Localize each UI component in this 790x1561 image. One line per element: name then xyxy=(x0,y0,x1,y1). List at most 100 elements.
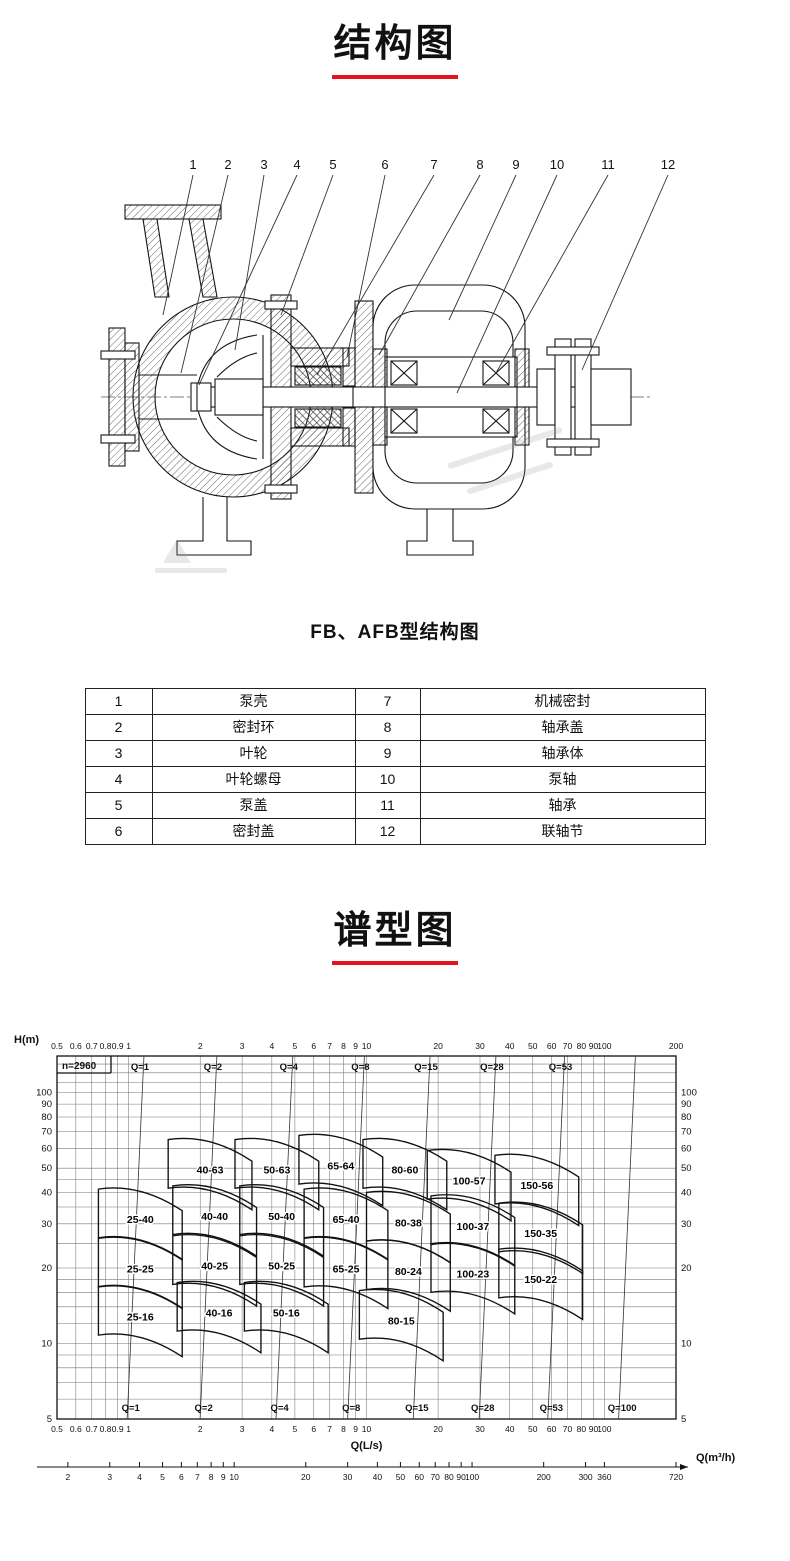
pump-region xyxy=(243,1280,329,1355)
pump-region xyxy=(239,1184,325,1258)
leader-line xyxy=(280,174,334,315)
part-name: 泵壳 xyxy=(151,687,356,715)
spectrum-title-underline xyxy=(332,961,458,966)
q-division-label-bottom: Q=100 xyxy=(608,1403,637,1414)
leader-line xyxy=(456,174,558,393)
x-tick-label-top: 5 xyxy=(293,1041,298,1051)
division-line xyxy=(547,1056,565,1420)
part-number: 12 xyxy=(354,817,421,845)
m3h-tick-label: 2 xyxy=(66,1472,71,1482)
x-tick-label-bottom: 70 xyxy=(563,1424,573,1434)
structure-title: 结构图 xyxy=(333,23,457,65)
part-number: 1 xyxy=(84,687,153,715)
leader-line xyxy=(448,174,517,320)
pump-region-label: 150-35 xyxy=(524,1228,557,1240)
pump-region xyxy=(426,1148,512,1223)
x-tick-label-bottom: 4 xyxy=(269,1424,274,1434)
y-tick-label-left: 50 xyxy=(41,1163,52,1174)
x-tick-label-top: 0.8 xyxy=(100,1041,112,1051)
part-name: 机械密封 xyxy=(419,687,706,715)
pump-region-label: 40-40 xyxy=(201,1211,228,1223)
leader-line xyxy=(378,174,481,355)
division-line xyxy=(347,1056,365,1420)
y-tick-label-left: 10 xyxy=(41,1339,52,1350)
x-tick-label-bottom: 50 xyxy=(528,1424,538,1434)
pump-region xyxy=(167,1137,253,1212)
x-tick-label-bottom: 8 xyxy=(341,1424,346,1434)
leader-line xyxy=(495,174,609,373)
y-tick-label-right: 70 xyxy=(681,1127,692,1138)
part-number: 11 xyxy=(354,791,421,819)
pump-region-label: 25-16 xyxy=(127,1312,154,1324)
q-division-label-bottom: Q=28 xyxy=(471,1403,495,1414)
m3h-tick-label: 9 xyxy=(221,1472,226,1482)
coupling xyxy=(536,338,632,456)
pump-region xyxy=(358,1288,444,1363)
x-tick-label-top: 40 xyxy=(505,1041,515,1051)
x-tick-label-bottom: 0.7 xyxy=(86,1424,98,1434)
x-tick-label-top: 20 xyxy=(433,1041,443,1051)
m3h-tick-label: 90 xyxy=(456,1472,466,1482)
callout-number: 6 xyxy=(381,157,388,172)
x-tick-label-bottom: 80 xyxy=(577,1424,587,1434)
pump-region-label: 25-25 xyxy=(127,1263,154,1275)
x-tick-label-bottom: 0.6 xyxy=(70,1424,82,1434)
callout-number: 10 xyxy=(550,157,564,172)
q-division-label-bottom: Q=8 xyxy=(342,1403,360,1414)
pump-region-label: 80-60 xyxy=(391,1165,418,1177)
leader-line xyxy=(234,174,265,350)
pump-region xyxy=(303,1236,389,1311)
leader-line xyxy=(162,174,194,315)
m3h-tick-label: 5 xyxy=(160,1472,165,1482)
y-tick-label-right: 30 xyxy=(681,1219,692,1230)
pump-region xyxy=(172,1184,258,1258)
y-axis-title: H(m) xyxy=(14,1034,39,1046)
x-tick-label-top: 80 xyxy=(577,1041,587,1051)
suction-flange xyxy=(100,327,197,467)
m3h-tick-label: 300 xyxy=(578,1472,592,1482)
x-tick-label-top: 10 xyxy=(362,1041,372,1051)
x-tick-label-top: 4 xyxy=(269,1041,274,1051)
leader-line xyxy=(346,174,386,357)
part-name: 密封盖 xyxy=(151,817,356,845)
pump-region-label: 40-25 xyxy=(201,1261,228,1273)
q-division-label-bottom: Q=53 xyxy=(540,1403,564,1414)
part-number: 9 xyxy=(354,739,421,767)
part-number: 4 xyxy=(84,765,153,793)
impeller xyxy=(196,334,264,460)
x-tick-label-bottom: 90 xyxy=(589,1424,599,1434)
x-tick-label-top: 3 xyxy=(240,1041,245,1051)
part-number: 10 xyxy=(354,765,421,793)
q-division-label-top: Q=2 xyxy=(204,1062,222,1073)
pump-region-label: 50-63 xyxy=(263,1165,290,1177)
structure-section: 结构图 xyxy=(0,22,790,845)
part-number: 6 xyxy=(84,817,153,845)
y-tick-label-left: 80 xyxy=(41,1112,52,1123)
y-tick-label-right: 40 xyxy=(681,1188,692,1199)
spectrum-title: 谱型图 xyxy=(333,909,457,952)
y-tick-label-right: 90 xyxy=(681,1099,692,1110)
ball-bearings xyxy=(390,360,510,434)
m3h-tick-label: 3 xyxy=(107,1472,112,1482)
callout-number: 9 xyxy=(512,157,519,172)
x-tick-label-top: 90 xyxy=(589,1041,599,1051)
pump-region-label: 40-63 xyxy=(197,1165,224,1177)
pump-region xyxy=(362,1137,448,1212)
x-tick-label-bottom: 9 xyxy=(353,1424,358,1434)
x-tick-label-bottom: 40 xyxy=(505,1424,515,1434)
x-tick-label-top: 100 xyxy=(597,1041,611,1051)
m3h-tick-label: 7 xyxy=(195,1472,200,1482)
division-line xyxy=(412,1056,431,1420)
pump-region xyxy=(239,1234,325,1308)
m3h-tick-label: 720 xyxy=(669,1472,683,1482)
leader-line xyxy=(180,174,229,373)
y-tick-label-right: 80 xyxy=(681,1112,692,1123)
callout-number: 3 xyxy=(260,157,267,172)
